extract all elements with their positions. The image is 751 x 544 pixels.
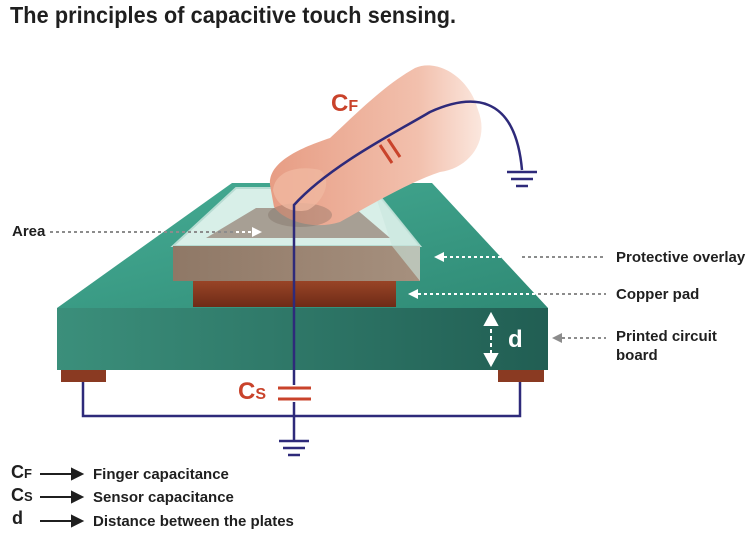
area-label: Area [12, 223, 46, 240]
copper-pad-label: Copper pad [616, 286, 700, 303]
legend-text-d: Distance between the plates [93, 513, 294, 530]
distance-arrow [483, 311, 499, 368]
sensor-capacitor-symbol [278, 386, 311, 401]
overlay-right-bevel [373, 188, 420, 281]
right-electrode [498, 370, 544, 382]
pcb-front-face [57, 308, 548, 370]
left-electrode [61, 370, 106, 382]
cf-sub: F [348, 98, 359, 115]
legend-arrows [40, 467, 85, 528]
legend-cf-main: C [11, 462, 24, 482]
cs-sub: S [255, 386, 267, 403]
sensor-capacitance-label: CS [238, 378, 266, 406]
distance-label: d [508, 326, 523, 353]
legend-text-cf: Finger capacitance [93, 466, 229, 483]
page-title: The principles of capacitive touch sensi… [10, 2, 457, 28]
legend-cf-sub: F [24, 466, 32, 481]
cf-main: C [331, 90, 349, 117]
top-ground-icon [507, 170, 537, 188]
legend-d-main: d [12, 508, 23, 528]
copper-leader [408, 289, 606, 299]
cs-main: C [238, 378, 256, 405]
finger-wire [292, 100, 524, 385]
legend-symbol-cs: CS [11, 485, 33, 506]
finger-capacitance-label: CF [331, 90, 358, 118]
pcb-leader [552, 333, 606, 343]
legend-cs-main: C [11, 485, 24, 505]
fingertip-shadow [268, 203, 332, 227]
legend-symbol-d: d [12, 508, 23, 529]
overlay-leader [434, 252, 606, 262]
legend-text-cs: Sensor capacitance [93, 489, 234, 506]
circuit-wires [81, 100, 524, 440]
pcb-label-line2: board [616, 347, 658, 364]
legend-symbol-cf: CF [11, 462, 32, 483]
overlay-front-face [173, 246, 420, 281]
legend-cs-sub: S [24, 489, 33, 504]
pcb-label-line1: Printed circuit [616, 328, 717, 345]
protective-overlay-label: Protective overlay [616, 249, 746, 266]
area-leader [50, 227, 262, 237]
bottom-loop-wire [81, 382, 522, 418]
fingernail [273, 168, 327, 212]
finger-capacitor-symbol [378, 138, 402, 164]
bottom-ground-icon [279, 439, 309, 457]
